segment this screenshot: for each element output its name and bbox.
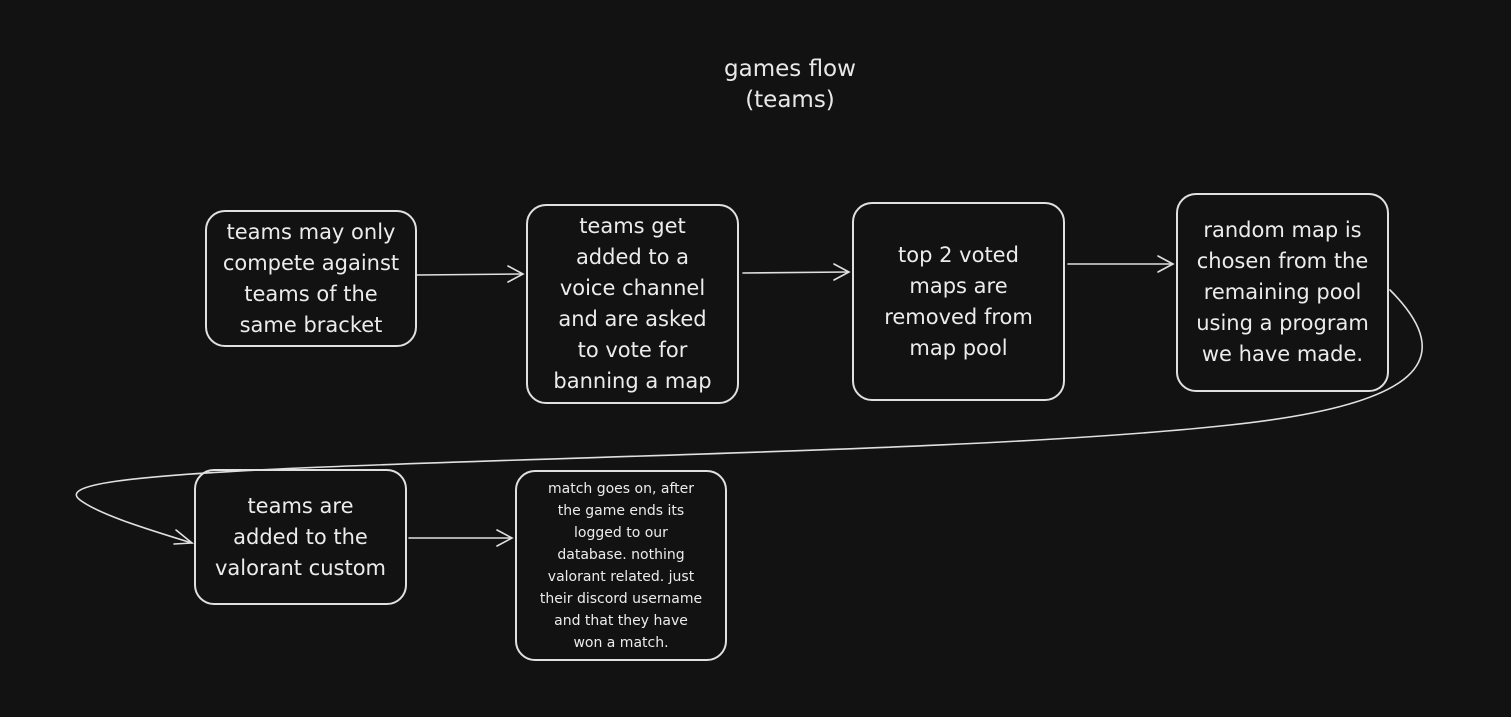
node-label: top 2 voted maps are removed from map po… (884, 242, 1033, 360)
node-label: teams get added to a voice channel and a… (553, 214, 712, 393)
edge-n1-n2 (416, 265, 525, 283)
node-label: teams are added to the valorant custom (214, 493, 387, 580)
node-match-logged: match goes on, after the game ends its l… (515, 470, 727, 661)
node-label: random map is chosen from the remaining … (1196, 218, 1369, 366)
node-bracket-rule: teams may only compete against teams of … (205, 210, 417, 347)
edge-n5-n6 (408, 529, 514, 547)
node-voice-channel-vote: teams get added to a voice channel and a… (526, 204, 739, 404)
edge-n3-n4 (1067, 255, 1175, 273)
node-label: teams may only compete against teams of … (222, 219, 400, 337)
node-label: match goes on, after the game ends its l… (539, 480, 703, 651)
edge-n4-n5 (75, 289, 1423, 545)
node-valorant-custom: teams are added to the valorant custom (194, 469, 407, 605)
edge-n2-n3 (742, 263, 851, 281)
node-random-map: random map is chosen from the remaining … (1176, 193, 1389, 392)
diagram-title: games flow (teams) (724, 56, 856, 113)
node-remove-voted-maps: top 2 voted maps are removed from map po… (852, 202, 1065, 401)
